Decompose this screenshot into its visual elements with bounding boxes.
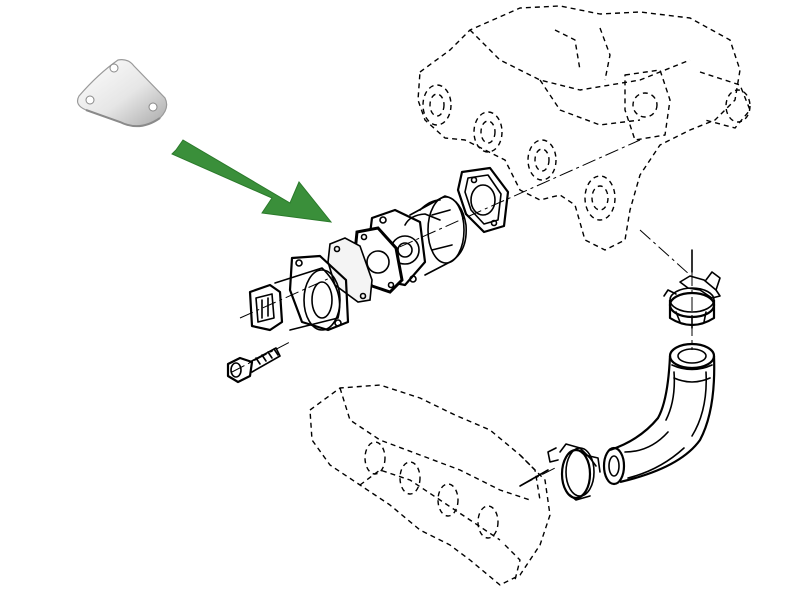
intake-manifold — [309, 384, 551, 586]
flange-gasket — [456, 166, 510, 234]
bolt-hole-top — [109, 63, 119, 73]
hose-clamp-upper — [663, 271, 721, 329]
exhaust-manifold — [417, 5, 751, 251]
bolt — [226, 347, 281, 384]
blanking-plate — [76, 59, 168, 128]
hose-clamp-lower — [547, 443, 601, 501]
bolt-hole-left — [85, 95, 95, 105]
egr-valve-actuator — [248, 254, 350, 332]
bolt-hole-right — [148, 102, 158, 112]
leader-line — [519, 469, 549, 487]
egr-valve-body-rear — [366, 195, 467, 287]
pointer-arrow — [171, 139, 333, 223]
egr-pipe — [602, 342, 716, 486]
blanking-plate-assembly — [327, 237, 373, 303]
